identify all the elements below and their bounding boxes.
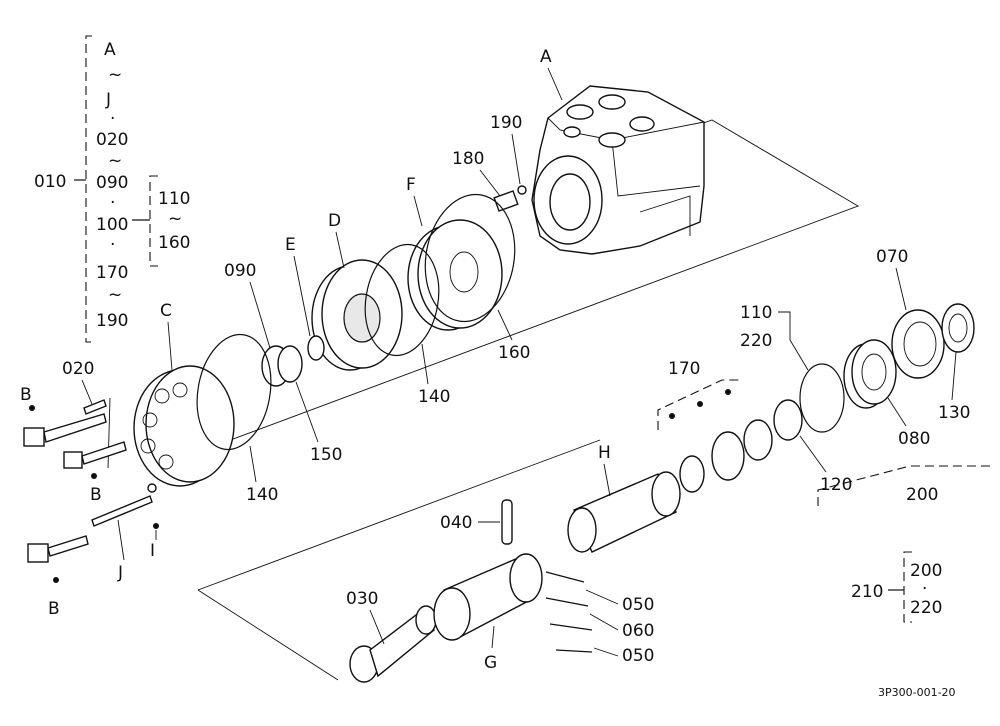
group-010-bracket: 010 A ~ J · 020 ~ 090 · 100 · 170 ~ 190 bbox=[34, 35, 128, 343]
callout-e: E bbox=[285, 235, 296, 255]
centering-springs bbox=[545, 571, 593, 653]
group-010-item: · bbox=[110, 109, 115, 129]
group-010-item: 020 bbox=[96, 130, 128, 150]
group-010-item: J bbox=[105, 90, 111, 110]
callout-220: 220 bbox=[740, 331, 772, 351]
group-110-label: 110 bbox=[158, 189, 190, 209]
group-210-item: · bbox=[922, 579, 927, 599]
group-010-item: 090 bbox=[96, 173, 128, 193]
o-ring-140-lower bbox=[196, 333, 272, 451]
group-010-item: 190 bbox=[96, 311, 128, 331]
ring-070 bbox=[891, 309, 945, 379]
ball-190 bbox=[517, 185, 527, 195]
callout-150: 150 bbox=[310, 445, 342, 465]
callout-h: H bbox=[598, 443, 611, 463]
callout-i: I bbox=[150, 541, 155, 561]
group-010-item: · bbox=[110, 235, 115, 255]
o-ring-140-upper bbox=[364, 243, 440, 357]
sleeve-g bbox=[433, 553, 543, 641]
pin-040 bbox=[501, 499, 513, 545]
callout-190: 190 bbox=[490, 113, 522, 133]
callout-050-lower: 050 bbox=[622, 646, 654, 666]
ring-150 bbox=[277, 345, 303, 383]
group-210-item: 200 bbox=[910, 561, 942, 581]
callout-130: 130 bbox=[938, 403, 970, 423]
washer-170-b bbox=[743, 419, 773, 461]
bolt-b-1 bbox=[23, 413, 107, 447]
callout-060: 060 bbox=[622, 621, 654, 641]
washer-e bbox=[307, 335, 325, 361]
group-200-bracket bbox=[817, 465, 990, 506]
plug-180 bbox=[493, 190, 519, 212]
callout-090: 090 bbox=[224, 261, 256, 281]
callout-030: 030 bbox=[346, 589, 378, 609]
spool-h bbox=[567, 471, 681, 553]
callout-g: G bbox=[484, 653, 497, 673]
group-010-item: ~ bbox=[108, 285, 122, 305]
ball-i bbox=[147, 483, 157, 493]
bearing-170 bbox=[711, 431, 745, 481]
callout-110: 110 bbox=[740, 303, 772, 323]
dot bbox=[91, 473, 97, 479]
callout-170: 170 bbox=[668, 359, 700, 379]
pin-020 bbox=[83, 399, 107, 415]
dot bbox=[29, 405, 35, 411]
gerotor-d bbox=[311, 259, 403, 371]
group-110-tilde: ~ bbox=[168, 209, 182, 229]
bolt-b-3 bbox=[27, 535, 89, 563]
seal-080 bbox=[843, 339, 897, 409]
callout-140-upper: 140 bbox=[418, 387, 450, 407]
group-010-item: 170 bbox=[96, 263, 128, 283]
drawing-reference: 3P300-001-20 bbox=[878, 686, 956, 699]
callout-080: 080 bbox=[898, 429, 930, 449]
group-110-end: 160 bbox=[158, 233, 190, 253]
end-cap-c bbox=[133, 365, 235, 487]
ring-120 bbox=[773, 399, 803, 441]
group-010-item: ~ bbox=[108, 151, 122, 171]
callout-a: A bbox=[540, 47, 552, 67]
group-010-item: ~ bbox=[108, 65, 122, 85]
dot bbox=[725, 389, 731, 395]
callout-c: C bbox=[160, 301, 172, 321]
callout-b-1: B bbox=[20, 385, 32, 405]
callout-070: 070 bbox=[876, 247, 908, 267]
lower-assembly-outline bbox=[197, 439, 601, 681]
group-010-item: · bbox=[110, 193, 115, 213]
ring-130 bbox=[941, 303, 975, 353]
group-210-bracket: 210 200 · 220 bbox=[851, 551, 942, 623]
pin-j bbox=[91, 495, 153, 527]
callout-200: 200 bbox=[906, 485, 938, 505]
callout-160: 160 bbox=[498, 343, 530, 363]
washer-170-a bbox=[679, 455, 705, 493]
group-210-item: 220 bbox=[910, 598, 942, 618]
group-010-item: A bbox=[104, 40, 116, 60]
callout-b-3: B bbox=[48, 599, 60, 619]
callout-040: 040 bbox=[440, 513, 472, 533]
callout-f: F bbox=[406, 175, 416, 195]
dot bbox=[153, 523, 159, 529]
group-210-label: 210 bbox=[851, 582, 883, 602]
o-ring-220 bbox=[799, 363, 845, 433]
callout-b-2: B bbox=[90, 485, 102, 505]
callout-140-lower: 140 bbox=[246, 485, 278, 505]
bolt-b-2 bbox=[63, 441, 127, 469]
callout-180: 180 bbox=[452, 149, 484, 169]
valve-housing-a bbox=[531, 85, 705, 255]
dot bbox=[697, 401, 703, 407]
plate-f bbox=[407, 219, 503, 331]
callout-020: 020 bbox=[62, 359, 94, 379]
callout-j: J bbox=[117, 563, 123, 583]
group-110-bracket: 110 ~ 160 bbox=[132, 175, 190, 267]
callout-050-upper: 050 bbox=[622, 595, 654, 615]
group-170-bracket bbox=[657, 379, 742, 430]
o-ring-160 bbox=[424, 193, 516, 323]
group-010-item: 100 bbox=[96, 215, 128, 235]
group-010-label: 010 bbox=[34, 172, 66, 192]
dot bbox=[53, 577, 59, 583]
drive-shaft-030 bbox=[349, 605, 437, 683]
callout-d: D bbox=[328, 211, 341, 231]
dot bbox=[669, 413, 675, 419]
